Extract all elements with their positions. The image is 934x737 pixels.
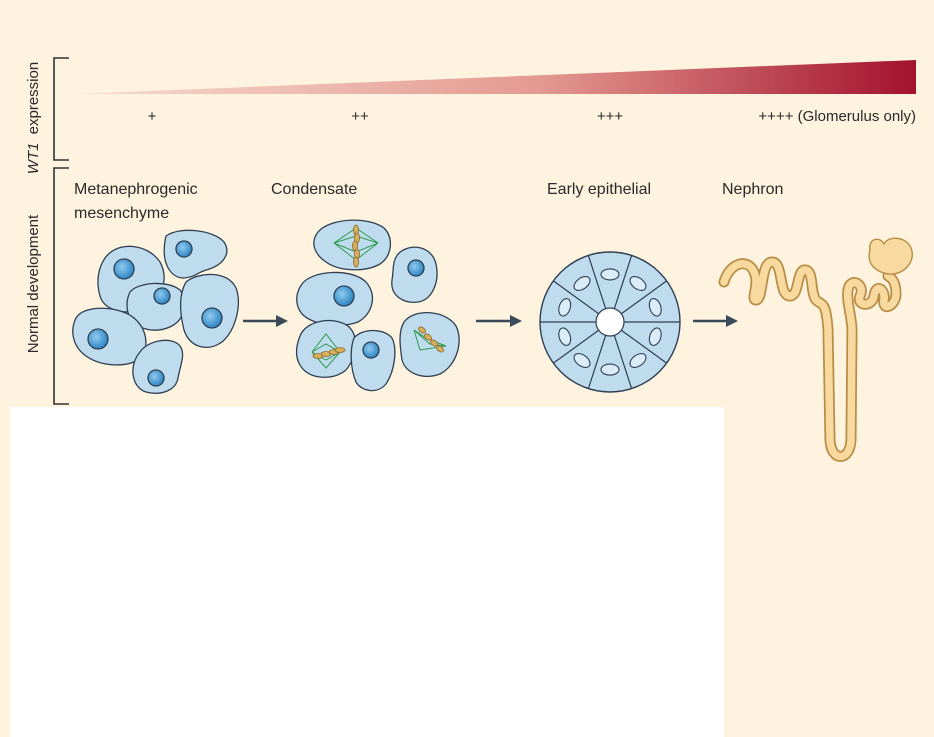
arrow-3 (693, 315, 738, 327)
expression-gradient-wedge (75, 60, 916, 94)
wt1-gene-label: WT1 (25, 143, 42, 175)
expression-level-4: ++++ (Glomerulus only) (758, 108, 916, 125)
expression-word-label: expression (25, 62, 42, 135)
rosette-lumen (596, 308, 624, 336)
blank-panel (10, 407, 724, 737)
stage-label-mesenchyme: mesenchyme (74, 205, 169, 222)
stage-label-early-epithelial: Early epithelial (547, 181, 651, 198)
wt1-expression-axis-label: WT1 expression (25, 62, 42, 174)
expression-bracket (54, 58, 69, 160)
stage-label-condensate: Condensate (271, 181, 357, 198)
normal-development-axis-label: Normal development (25, 214, 42, 353)
condensate-cells (297, 220, 460, 390)
expression-level-2: ++ (351, 108, 369, 125)
arrow-1 (243, 315, 288, 327)
mesenchyme-cells (73, 230, 239, 393)
rosette-cell-nucleus (601, 364, 619, 375)
glomerulus-bowmans-capsule (869, 238, 912, 274)
expression-level-1: + (148, 108, 157, 125)
nephron (724, 238, 912, 456)
stage-label-nephron: Nephron (722, 181, 783, 198)
epithelial-rosette (540, 252, 680, 392)
development-bracket (54, 168, 69, 404)
expression-level-3: +++ (597, 108, 624, 125)
stage-label-metanephrogenic: Metanephrogenic (74, 181, 198, 198)
rosette-cell-nucleus (601, 269, 619, 280)
arrow-2 (476, 315, 522, 327)
